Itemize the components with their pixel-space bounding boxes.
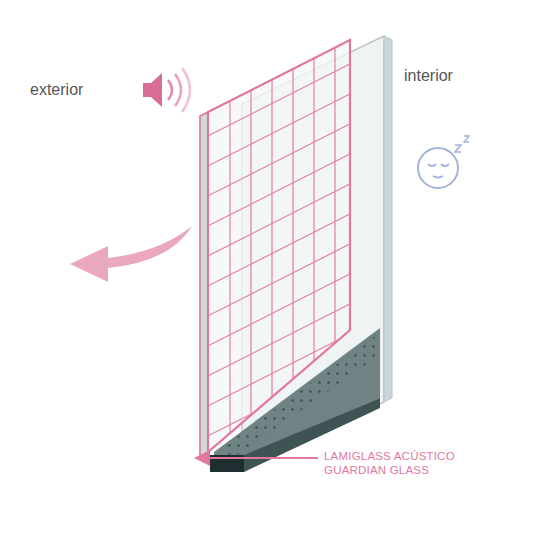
- reflected-sound-arrow: [70, 226, 192, 282]
- leader-line: [196, 457, 318, 459]
- sleeping-face-icon: [418, 136, 469, 188]
- speaker-icon: [143, 68, 190, 112]
- interior-label: interior: [404, 66, 453, 86]
- front-pane: [208, 40, 350, 452]
- product-label: LAMIGLASS ACÚSTICO GUARDIAN GLASS: [324, 449, 484, 478]
- exterior-label: exterior: [30, 80, 83, 100]
